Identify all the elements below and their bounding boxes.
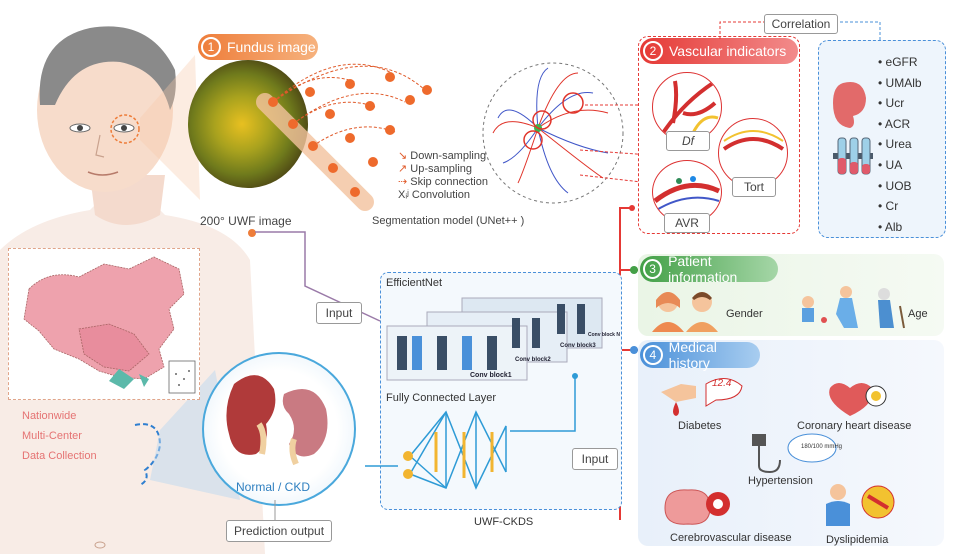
- fc-network-diagram: [403, 410, 507, 490]
- map-region-teal: [109, 369, 134, 389]
- correlation-label: Correlation: [764, 14, 838, 34]
- unet-legend: ↘ Down-sampling ↗ Up-sampling ⇢ Skip con…: [398, 150, 488, 201]
- map-label-1: Nationwide: [22, 410, 77, 422]
- eye-highlight-circle: [110, 114, 140, 144]
- lab-item: • Ucr: [878, 96, 905, 111]
- conv-block2-label: Conv block2: [515, 357, 551, 363]
- lab-item: • UOB: [878, 178, 912, 193]
- input-button-top[interactable]: Input: [316, 302, 362, 324]
- vessel-connectors: [580, 104, 651, 184]
- legend-skip: Skip connection: [410, 176, 488, 188]
- age-icon: [802, 286, 905, 329]
- conv-blockN-label: Conv block N: [588, 332, 620, 338]
- fundus-image-pill: 1 Fundus image: [198, 34, 318, 60]
- map-label-2: Multi-Center: [22, 430, 82, 442]
- conv-blocks-diagram: [386, 297, 603, 381]
- vascular-indicators-label: Vascular indicators: [669, 43, 787, 59]
- dyslipidemia-label: Dyslipidemia: [826, 534, 889, 546]
- patient-info-label: Patient information: [668, 253, 738, 285]
- prediction-output-button[interactable]: Prediction output: [226, 520, 332, 542]
- legend-up: Up-sampling: [410, 163, 473, 175]
- tort-thumbnail: [718, 118, 788, 188]
- china-map: [23, 256, 196, 394]
- map-inset-box: [168, 360, 196, 394]
- hypertension-label: Hypertension: [748, 475, 813, 487]
- medical-history-label: Medical history: [668, 339, 717, 371]
- normal-ckd-label: Normal / CKD: [236, 480, 311, 494]
- patient-info-pill: 3 Patient information: [640, 253, 778, 285]
- df-thumbnail: [652, 72, 722, 142]
- gender-label: Gender: [726, 308, 763, 320]
- brain-icon: [664, 489, 730, 525]
- china-map-frame: [8, 248, 200, 400]
- lab-icons: [833, 82, 873, 175]
- step-1-number: 1: [201, 37, 221, 57]
- fundus-caption: 200° UWF image: [200, 214, 292, 228]
- lab-item: • ACR: [878, 116, 911, 131]
- age-label: Age: [908, 308, 928, 320]
- lab-item: • eGFR: [878, 55, 918, 69]
- vessel-segmentation: [482, 62, 624, 204]
- fundus-image-label: Fundus image: [227, 39, 316, 55]
- body-kidney-outline: [134, 423, 162, 486]
- lab-item: • UMAlb: [878, 75, 922, 90]
- segmentation-title: Segmentation model (UNet++ ): [372, 215, 525, 227]
- avr-label: AVR: [664, 213, 710, 233]
- step-4-number: 4: [643, 345, 663, 365]
- heart-icon: [829, 383, 887, 416]
- step-2-number: 2: [643, 41, 663, 61]
- bp-value: 180/100 mmHg: [801, 444, 843, 450]
- map-caption: Nationwide Multi-Center Data Collection: [22, 406, 97, 466]
- kidney-prediction-circle: [202, 352, 356, 506]
- lab-item: • Cr: [878, 199, 899, 214]
- correlation-connector: [719, 21, 881, 42]
- efficientnet-label: EfficientNet: [386, 277, 443, 289]
- legend-conv-symbol: Xᵢʲ: [398, 189, 409, 201]
- glucose-value: 12.4: [712, 378, 732, 389]
- lab-list: • eGFR • UMAlb • Ucr • ACR • Urea • UA •…: [878, 52, 922, 237]
- legend-down: Down-sampling: [410, 150, 487, 162]
- vascular-indicators-pill: 2 Vascular indicators: [640, 38, 798, 64]
- diabetes-label: Diabetes: [678, 420, 722, 432]
- legend-conv: Convolution: [411, 189, 470, 201]
- map-label-3: Data Collection: [22, 450, 97, 462]
- fc-layer-label: Fully Connected Layer: [386, 392, 497, 404]
- cerebrovascular-label: Cerebrovascular disease: [670, 532, 792, 544]
- uwf-ckds-label: UWF-CKDS: [474, 516, 534, 528]
- lab-item: • Alb: [878, 219, 903, 234]
- conv-block3-label: Conv block3: [560, 343, 596, 349]
- df-label: Df: [666, 131, 710, 151]
- chd-label: Coronary heart disease: [797, 420, 912, 432]
- tort-label: Tort: [732, 177, 776, 197]
- lab-item: • UA: [878, 157, 903, 172]
- step-3-number: 3: [643, 259, 663, 279]
- input-button-bottom[interactable]: Input: [572, 448, 618, 470]
- caption-connector-dot: [248, 229, 256, 237]
- dyslipidemia-icon: [826, 484, 895, 526]
- lab-item: • Urea: [878, 137, 912, 152]
- gender-icon: [652, 292, 718, 332]
- hair-shape: [39, 26, 176, 110]
- diabetes-icon: [661, 378, 743, 416]
- medical-history-pill: 4 Medical history: [640, 339, 760, 371]
- blood-pressure-icon: [752, 433, 837, 474]
- unet-diagram: [256, 63, 432, 211]
- kidney-icon: [833, 82, 866, 128]
- conv-block1-label: Conv block1: [470, 372, 512, 379]
- kidney-icon: [226, 375, 328, 466]
